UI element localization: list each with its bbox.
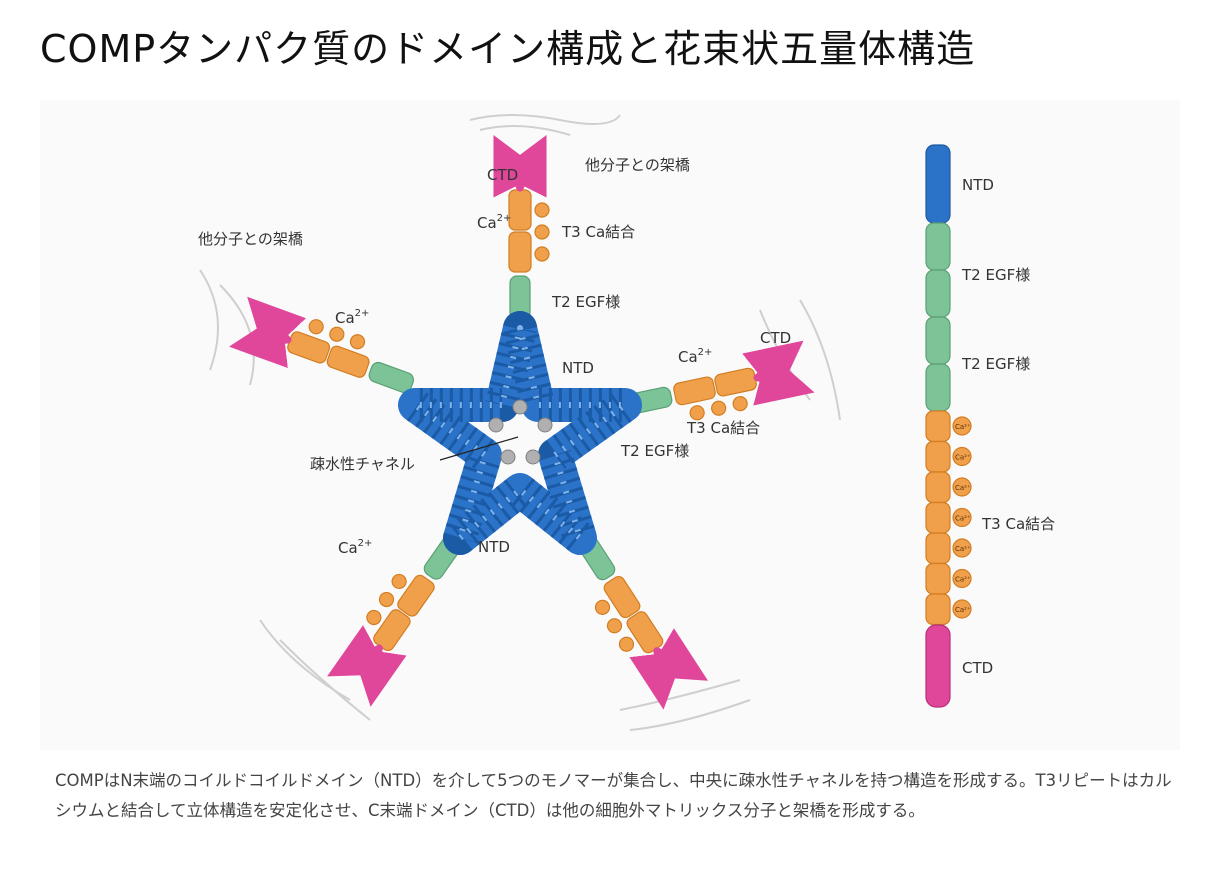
legend-t3-block-0 <box>925 410 951 443</box>
legend-ctd-block <box>925 624 951 708</box>
domain-legend: Ca²⁺ Ca²⁺ Ca²⁺ Ca²⁺ Ca²⁺ Ca²⁺ Ca²⁺ NTD T2 EGF様… <box>925 144 1055 708</box>
arm-lower-right-ca-ion-1 <box>606 618 623 634</box>
arm-lower-left-t3-a <box>397 574 435 617</box>
figure-caption: COMPはN末端のコイルドコイルドメイン（NTD）を介して5つのモノマーが集合し… <box>55 771 1172 820</box>
legend-label-t2-b: T2 EGF様 <box>961 355 1030 373</box>
arm-lower-left-ca-ion-2 <box>366 609 382 626</box>
arm-lower-left <box>327 536 462 707</box>
arm-top-ca-ion-2 <box>534 202 550 218</box>
arm-right-ca-ion-1 <box>711 400 727 416</box>
arm-lower-right-t3-a <box>603 575 641 619</box>
legend-t2-block-4 <box>925 363 951 412</box>
legend-t2-block-2 <box>925 269 951 318</box>
legend-ca-ion-2 <box>952 477 972 497</box>
legend-ca-ion-label-4: Ca²⁺ <box>955 545 971 553</box>
legend-label-t3: T3 Ca結合 <box>981 515 1055 533</box>
legend-label-t2-a: T2 EGF様 <box>961 266 1030 284</box>
arm-lower-left-ctd-branch-2 <box>327 625 390 677</box>
arm-right-ca-ion-2 <box>732 396 748 412</box>
legend-ca-ion-6 <box>952 599 972 619</box>
hydrophobic-channel-spheres <box>488 399 553 465</box>
label-channel: 疎水性チャネル <box>310 455 415 473</box>
arm-right <box>626 340 815 421</box>
legend-ntd-block <box>925 144 951 224</box>
page-title: COMPタンパク質のドメイン構成と花束状五量体構造 <box>40 27 976 71</box>
legend-ca-ion-4 <box>952 538 972 558</box>
label-ctd-right: CTD <box>760 329 791 347</box>
legend-ca-ion-label-0: Ca²⁺ <box>955 423 971 431</box>
legend-ca-ion-3 <box>952 507 972 528</box>
label-ntd-lower: NTD <box>478 538 510 556</box>
legend-t3-group: Ca²⁺ Ca²⁺ Ca²⁺ Ca²⁺ Ca²⁺ Ca²⁺ Ca²⁺ <box>925 410 972 626</box>
label-crosslink-top: 他分子との架橋 <box>585 156 690 174</box>
label-crosslink-left: 他分子との架橋 <box>198 230 303 248</box>
arm-left-ca-ion-1 <box>329 326 345 342</box>
label-t2-top: T2 EGF様 <box>551 293 620 311</box>
arm-left-ctd-branch-2 <box>247 296 307 357</box>
arm-left <box>229 296 415 394</box>
legend-t3-block-1 <box>925 440 951 473</box>
label-ntd: NTD <box>562 359 594 377</box>
legend-t3-block-6 <box>925 593 951 626</box>
arm-right-t3-b <box>714 367 757 397</box>
arm-lower-right-ca-ion-2 <box>618 636 635 652</box>
label-t2-right: T2 EGF様 <box>620 442 689 460</box>
ntd-core <box>398 311 642 555</box>
arm-top-ca-ion-0 <box>534 246 550 262</box>
legend-ca-ion-1 <box>952 446 972 467</box>
label-t3-right: T3 Ca結合 <box>686 419 760 437</box>
label-ca-bottom: Ca2+ <box>338 538 372 557</box>
legend-t2-block-3 <box>925 316 951 365</box>
figure-panel: CTD 他分子との架橋 Ca2+ T3 Ca結合 T2 EGF様 他分子との架橋… <box>40 100 1180 750</box>
arm-lower-left-ca-ion-0 <box>391 573 407 590</box>
arm-left-t3-a <box>326 345 370 378</box>
legend-ca-ion-label-1: Ca²⁺ <box>955 454 971 462</box>
arm-top-ca-ion-1 <box>534 224 550 240</box>
arm-left-ca-ion-2 <box>308 319 324 335</box>
legend-ca-ion-0 <box>952 416 972 436</box>
arm-left-t3-b <box>287 331 331 364</box>
legend-ca-ion-label-3: Ca²⁺ <box>955 515 971 523</box>
arm-right-ca-ion-0 <box>689 405 705 421</box>
legend-t2-block-1 <box>925 222 951 271</box>
label-ca-left: Ca2+ <box>335 308 369 327</box>
legend-ca-ion-label-5: Ca²⁺ <box>955 576 971 584</box>
arm-top-ctd-branch-2 <box>496 134 547 198</box>
legend-t3-block-4 <box>925 532 951 565</box>
legend-t3-block-3 <box>925 501 951 534</box>
arm-lower-right <box>578 536 709 710</box>
legend-t3-block-5 <box>925 562 951 595</box>
arm-top <box>493 134 550 321</box>
arm-lower-left-ca-ion-1 <box>378 591 395 608</box>
arm-left-t2 <box>368 361 415 394</box>
arm-right-t3-a <box>673 376 716 406</box>
arm-left-ca-ion-0 <box>349 334 366 350</box>
label-t3-top: T3 Ca結合 <box>561 223 635 241</box>
arm-lower-right-ca-ion-0 <box>594 599 611 615</box>
arm-lower-right-ctd-branch-2 <box>629 647 686 710</box>
arm-right-ctd-branch-2 <box>753 351 815 406</box>
legend-label-ntd: NTD <box>962 176 994 194</box>
legend-ca-ion-label-2: Ca²⁺ <box>955 484 971 492</box>
label-ca-top: Ca2+ <box>477 213 511 232</box>
comp-diagram: CTD 他分子との架橋 Ca2+ T3 Ca結合 T2 EGF様 他分子との架橋… <box>198 114 1055 731</box>
label-ctd-top: CTD <box>487 166 518 184</box>
arm-top-t3-a <box>508 231 532 273</box>
label-ca-right: Ca2+ <box>678 347 712 366</box>
legend-label-ctd: CTD <box>962 659 993 677</box>
arm-top-t3-b <box>508 189 532 231</box>
legend-t3-block-2 <box>925 471 951 504</box>
channel-pointer <box>439 436 519 461</box>
legend-ca-ion-5 <box>952 568 972 589</box>
legend-ca-ion-label-6: Ca²⁺ <box>955 606 971 614</box>
